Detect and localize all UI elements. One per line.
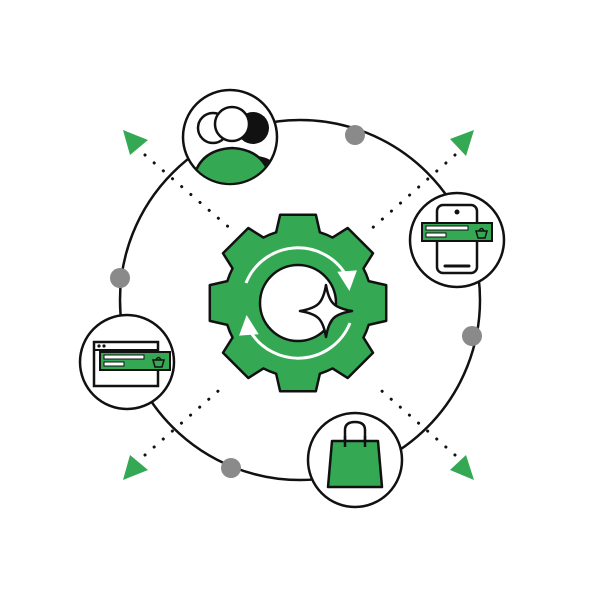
orbit-node-top (345, 125, 365, 145)
central-gear (208, 213, 388, 393)
cycle-arrowheads (239, 270, 357, 336)
dotted-connectors (143, 153, 457, 457)
satellite-users (181, 88, 279, 186)
satellite-mobile (408, 191, 506, 289)
orbit-node-bottom (221, 458, 241, 478)
direction-arrows (123, 130, 474, 480)
cycle-arrows-icon (244, 246, 352, 360)
orbit-nodes (110, 125, 482, 478)
sparkle-icon (298, 283, 354, 339)
gear-hole (258, 263, 338, 343)
shopping-bag-icon (326, 420, 384, 489)
mobile-shopping-icon (421, 203, 493, 275)
orbit-ring (118, 118, 482, 482)
arrow-bottom-left-icon (123, 455, 148, 480)
orbit-node-right (462, 326, 482, 346)
satellite-bag (306, 411, 404, 509)
arrow-top-left-icon (123, 130, 148, 155)
arrow-bottom-right-icon (450, 455, 474, 480)
browser-shopping-icon (92, 340, 171, 388)
orbit-node-left (110, 268, 130, 288)
connector-top-left (143, 153, 234, 232)
satellite-browser (78, 313, 176, 411)
arrow-top-right-icon (450, 130, 474, 156)
